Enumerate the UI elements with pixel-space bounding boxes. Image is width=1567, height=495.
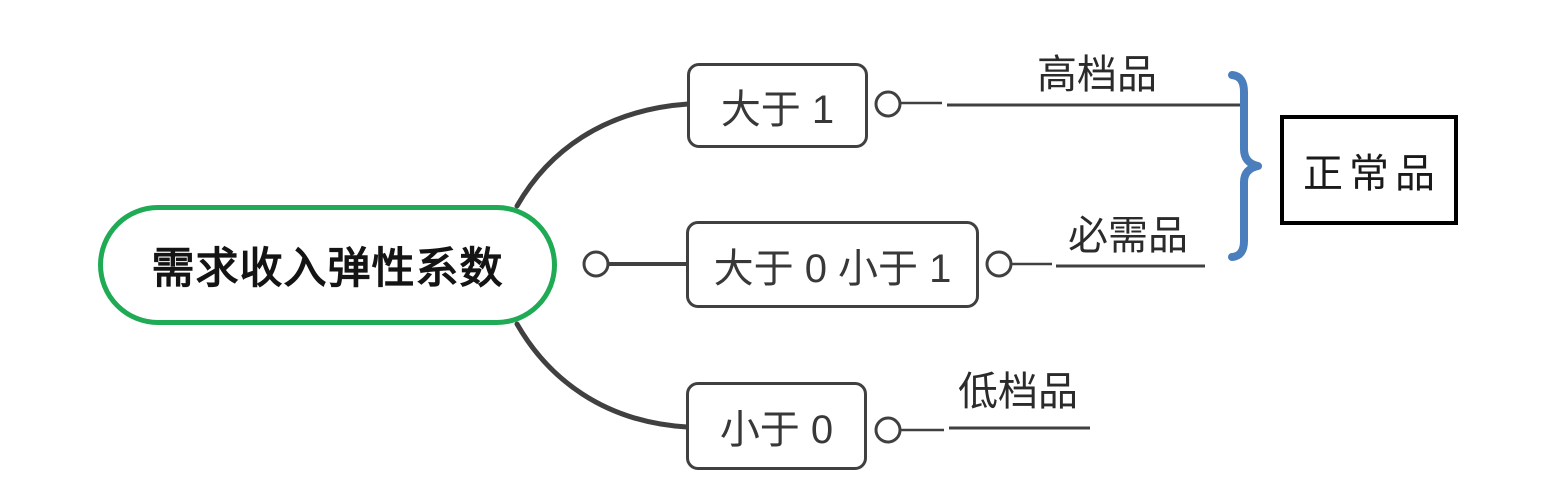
root-topic-label: 需求收入弹性系数 [151, 245, 504, 293]
collapse-handle-gt1[interactable] [874, 90, 902, 118]
collapse-handle-root[interactable] [582, 250, 610, 278]
leaf-necessity-goods[interactable]: 必需品 [1068, 214, 1188, 258]
topic-greater-than-1-label: 大于 1 [720, 87, 835, 132]
topic-greater-0-less-1-label: 大于 0 小于 1 [713, 246, 952, 291]
summary-brace[interactable] [1228, 71, 1262, 261]
collapse-handle-gt0lt1[interactable] [985, 250, 1013, 278]
leaf-luxury-goods[interactable]: 高档品 [1037, 53, 1157, 97]
summary-normal-goods[interactable]: 正常品 [1280, 115, 1458, 225]
topic-greater-0-less-1[interactable]: 大于 0 小于 1 [686, 221, 979, 308]
root-topic[interactable]: 需求收入弹性系数 [98, 205, 557, 325]
topic-less-than-0-label: 小于 0 [719, 408, 834, 452]
topic-less-than-0[interactable]: 小于 0 [686, 382, 867, 470]
collapse-handle-lt0[interactable] [874, 416, 902, 444]
topic-greater-than-1[interactable]: 大于 1 [687, 63, 868, 148]
summary-normal-goods-label: 正常品 [1303, 151, 1441, 196]
branch-curve-bottom [514, 321, 690, 430]
leaf-inferior-goods[interactable]: 低档品 [958, 370, 1078, 414]
branch-curve-top [514, 101, 691, 209]
